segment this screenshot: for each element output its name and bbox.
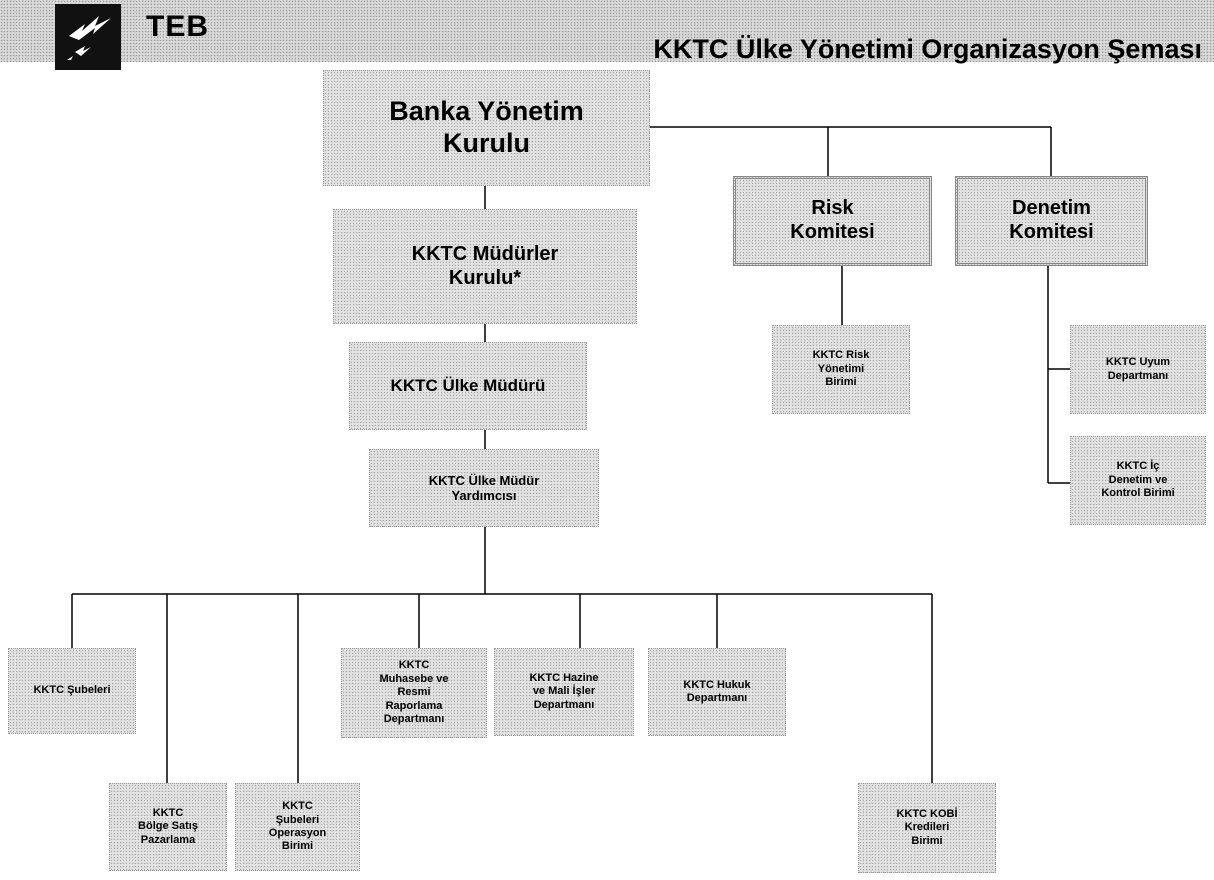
branch-ops-label: KKTC Şubeleri Operasyon Birimi: [268, 800, 327, 853]
managers-board-box: KKTC Müdürler Kurulu*: [333, 209, 637, 324]
accounting-label: KKTC Muhasebe ve Resmi Raporlama Departm…: [379, 659, 449, 726]
risk-unit-box: KKTC Risk Yönetimi Birimi: [772, 325, 910, 414]
sme-credit-box: KKTC KOBİ Kredileri Birimi: [858, 783, 996, 873]
board-box: Banka Yönetim Kurulu: [323, 70, 650, 186]
audit-committee-box: Denetim Komitesi: [955, 176, 1148, 266]
sme-credit-label: KKTC KOBİ Kredileri Birimi: [896, 807, 958, 847]
compliance-label: KKTC Uyum Departmanı: [1105, 356, 1171, 382]
treasury-box: KKTC Hazine ve Mali İşler Departmanı: [494, 648, 634, 736]
audit-committee-label: Denetim Komitesi: [1009, 197, 1094, 243]
risk-committee-label: Risk Komitesi: [790, 197, 875, 243]
brand-name: TEB: [146, 10, 209, 43]
internal-audit-label: KKTC İç Denetim ve Kontrol Birimi: [1101, 460, 1175, 500]
branch-ops-box: KKTC Şubeleri Operasyon Birimi: [235, 783, 360, 871]
branches-label: KKTC Şubeleri: [33, 684, 111, 697]
teb-logo-icon: [55, 4, 121, 70]
country-manager-box: KKTC Ülke Müdürü: [349, 342, 587, 430]
legal-box: KKTC Hukuk Departmanı: [648, 648, 786, 736]
branches-box: KKTC Şubeleri: [8, 648, 136, 734]
country-manager-label: KKTC Ülke Müdürü: [390, 375, 546, 395]
risk-unit-label: KKTC Risk Yönetimi Birimi: [812, 349, 870, 389]
risk-committee-box: Risk Komitesi: [733, 176, 932, 266]
legal-label: KKTC Hukuk Departmanı: [683, 678, 751, 704]
page-title: KKTC Ülke Yönetimi Organizasyon Şeması: [653, 34, 1202, 64]
regional-sales-label: KKTC Bölge Satış Pazarlama: [138, 806, 198, 846]
accounting-box: KKTC Muhasebe ve Resmi Raporlama Departm…: [341, 648, 487, 738]
deputy-manager-label: KKTC Ülke Müdür Yardımcısı: [428, 472, 540, 503]
header-bar: [0, 0, 1214, 62]
compliance-box: KKTC Uyum Departmanı: [1070, 325, 1206, 414]
deputy-manager-box: KKTC Ülke Müdür Yardımcısı: [369, 449, 599, 527]
internal-audit-box: KKTC İç Denetim ve Kontrol Birimi: [1070, 436, 1206, 525]
regional-sales-box: KKTC Bölge Satış Pazarlama: [109, 783, 227, 871]
managers-board-label: KKTC Müdürler Kurulu*: [411, 242, 559, 289]
board-label: Banka Yönetim Kurulu: [389, 96, 584, 158]
treasury-label: KKTC Hazine ve Mali İşler Departmanı: [529, 671, 599, 711]
